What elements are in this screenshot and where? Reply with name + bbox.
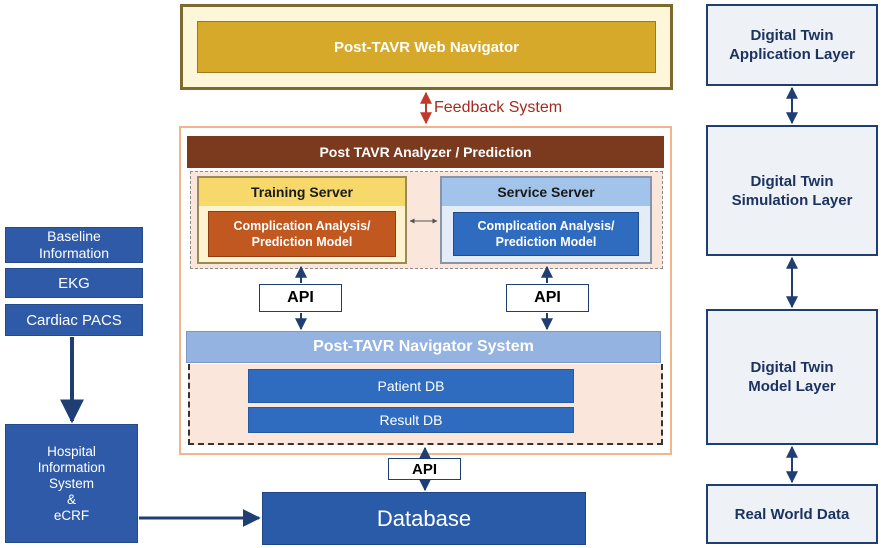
- patient-db-label: Patient DB: [377, 378, 445, 394]
- layer-real-world-data[interactable]: Real World Data: [706, 484, 878, 544]
- baseline-information-label: Baseline Information: [38, 228, 110, 261]
- layer-simulation-label: Digital Twin Simulation Layer: [731, 172, 853, 209]
- hospital-information-system[interactable]: Hospital Information System & eCRF: [5, 424, 138, 543]
- patient-db[interactable]: Patient DB: [248, 369, 574, 403]
- result-db[interactable]: Result DB: [248, 407, 574, 433]
- hospital-information-label: Hospital Information System & eCRF: [37, 443, 106, 523]
- training-model-label: Complication Analysis/ Prediction Model: [233, 219, 371, 249]
- ekg-box[interactable]: EKG: [5, 268, 143, 298]
- training-server-title: Training Server: [199, 178, 405, 206]
- baseline-information[interactable]: Baseline Information: [5, 227, 143, 263]
- database-box[interactable]: Database: [262, 492, 586, 545]
- feedback-system-label: Feedback System: [434, 99, 563, 116]
- navigator-system-header: Post-TAVR Navigator System: [186, 331, 661, 363]
- service-model-label: Complication Analysis/ Prediction Model: [477, 219, 615, 249]
- layer-real-world-label: Real World Data: [734, 505, 850, 523]
- service-server-title: Service Server: [442, 178, 650, 206]
- api-box-service[interactable]: API: [506, 284, 589, 312]
- service-server[interactable]: Service Server Complication Analysis/ Pr…: [440, 176, 652, 264]
- database-label: Database: [376, 505, 472, 531]
- analyzer-header: Post TAVR Analyzer / Prediction: [187, 136, 664, 168]
- layer-application[interactable]: Digital Twin Application Layer: [706, 4, 878, 86]
- web-navigator-box[interactable]: Post-TAVR Web Navigator: [197, 21, 656, 73]
- layer-model-label: Digital Twin Model Layer: [748, 359, 836, 395]
- web-navigator-label: Post-TAVR Web Navigator: [333, 38, 520, 56]
- training-server[interactable]: Training Server Complication Analysis/ P…: [197, 176, 407, 264]
- cardiac-pacs-box[interactable]: Cardiac PACS: [5, 304, 143, 336]
- training-model-box[interactable]: Complication Analysis/ Prediction Model: [208, 211, 396, 257]
- cardiac-pacs-label: Cardiac PACS: [26, 311, 122, 329]
- layer-application-label: Digital Twin Application Layer: [729, 27, 855, 63]
- layer-model[interactable]: Digital Twin Model Layer: [706, 309, 878, 445]
- layer-simulation[interactable]: Digital Twin Simulation Layer: [706, 125, 878, 256]
- navigator-system-title: Post-TAVR Navigator System: [313, 338, 534, 355]
- api-box-database[interactable]: API: [388, 458, 461, 480]
- service-model-box[interactable]: Complication Analysis/ Prediction Model: [453, 212, 639, 256]
- ekg-label: EKG: [58, 274, 90, 292]
- result-db-label: Result DB: [379, 412, 443, 428]
- api-box-training[interactable]: API: [259, 284, 342, 312]
- web-navigator-frame: Post-TAVR Web Navigator: [180, 4, 673, 90]
- analyzer-title: Post TAVR Analyzer / Prediction: [319, 144, 532, 160]
